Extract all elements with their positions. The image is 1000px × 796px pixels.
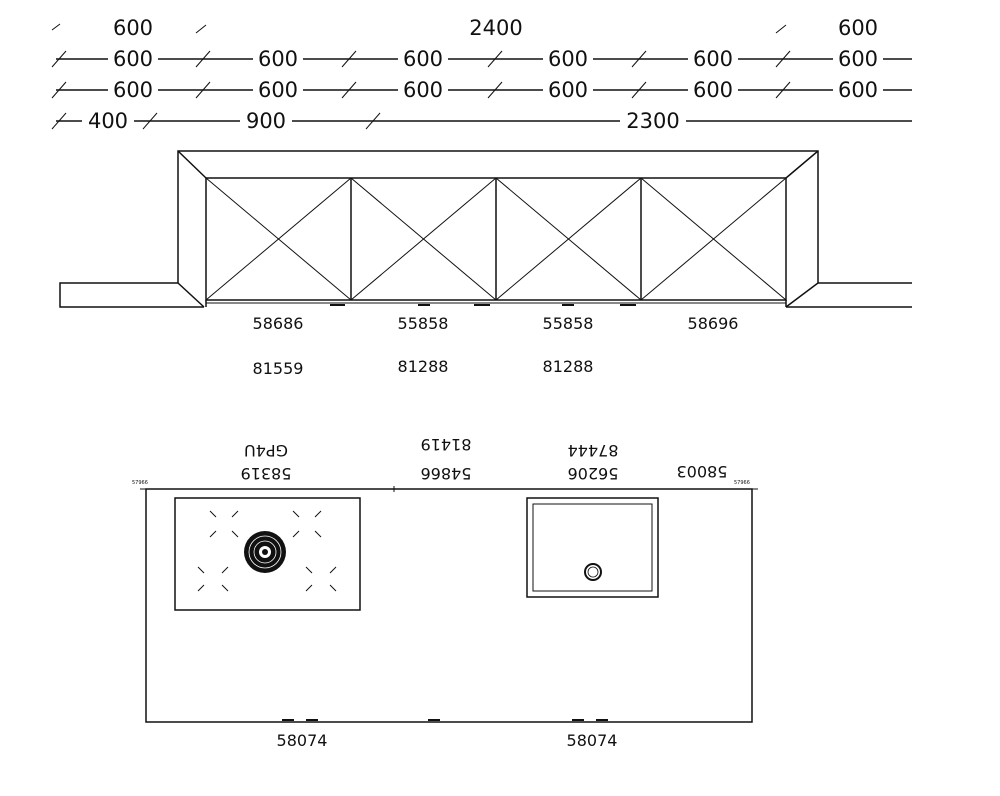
cabinet-code: 81288 (398, 357, 449, 376)
tick (341, 50, 357, 68)
dimension-row-3: 600 600 600 600 600 600 (51, 78, 912, 102)
corner-code: 57966 (734, 480, 750, 486)
sink (526, 497, 659, 598)
dim-label: 600 (403, 47, 443, 71)
tick (51, 112, 67, 130)
cabinet-code: 55858 (398, 314, 449, 333)
tick (365, 112, 381, 130)
island-code: 54866 (421, 464, 472, 483)
cabinet-code: 81288 (543, 357, 594, 376)
island-code: 58003 (677, 462, 728, 481)
tick (775, 24, 787, 34)
tick (775, 50, 791, 68)
tick (631, 50, 647, 68)
dim-label: 2300 (626, 109, 679, 133)
cabinet-cross-4 (640, 177, 787, 301)
drain-icon (584, 563, 602, 581)
island-top-codes: 58319 GP4U 54866 81419 56206 87444 58003 (241, 435, 728, 483)
dim-label: 600 (113, 16, 153, 40)
wok-burner-icon (244, 531, 286, 573)
frame-corner-left (177, 282, 205, 308)
dimension-row-4: 400 900 2300 (51, 109, 912, 133)
frame-bevel-tr (785, 150, 819, 179)
tick (195, 50, 211, 68)
dim-label: 600 (548, 47, 588, 71)
tick (195, 81, 211, 99)
cabinet-codes: 58686 55858 55858 58696 81559 81288 8128… (253, 314, 739, 378)
cabinet-cross-1 (205, 177, 352, 301)
cabinet-code: 58686 (253, 314, 304, 333)
dim-label: 600 (548, 78, 588, 102)
dim-label: 600 (838, 16, 878, 40)
island-code: 58319 (241, 464, 292, 483)
island-code: 56206 (568, 464, 619, 483)
sink-basin (532, 503, 653, 592)
left-counter-strip (59, 282, 204, 308)
cabinet-code: 81559 (253, 359, 304, 378)
cabinet-code: 55858 (543, 314, 594, 333)
tick (51, 50, 67, 68)
dim-label: 600 (693, 78, 733, 102)
cabinet-cross-2 (350, 177, 497, 301)
dim-label: 600 (838, 78, 878, 102)
dim-label: 600 (113, 47, 153, 71)
dimension-row-1: 600 2400 600 (51, 16, 878, 40)
tick (775, 81, 791, 99)
dim-label: 600 (258, 78, 298, 102)
burner-icon-bl (197, 566, 229, 592)
burner-icon-tl (209, 510, 239, 538)
tick (51, 81, 67, 99)
cooktop-outline (174, 497, 361, 611)
island-code: 87444 (568, 441, 619, 460)
dim-label: 600 (693, 47, 733, 71)
tick (341, 81, 357, 99)
cabinet-code: 58696 (688, 314, 739, 333)
dim-label: 600 (403, 78, 443, 102)
island-code: GP4U (244, 441, 288, 460)
cabinet-outer-frame (177, 150, 819, 308)
dimension-row-2: 600 600 600 600 600 600 (51, 47, 912, 71)
island-code: 58074 (567, 731, 618, 750)
frame-bevel-tl (177, 150, 207, 179)
dim-label: 600 (838, 47, 878, 71)
island-code: 58074 (277, 731, 328, 750)
dim-label: 600 (258, 47, 298, 71)
sink-outline (526, 497, 659, 598)
tick (631, 81, 647, 99)
island-code: 81419 (421, 435, 472, 454)
tick (142, 112, 158, 130)
dim-label: 900 (246, 109, 286, 133)
dim-label: 600 (113, 78, 153, 102)
island-outline (145, 488, 753, 723)
tick (51, 23, 61, 31)
dim-label: 2400 (469, 16, 522, 40)
burner-icon-br (305, 566, 337, 592)
corner-code: 57966 (132, 480, 148, 486)
cooktop (174, 497, 361, 611)
cabinet-cross-3 (495, 177, 642, 301)
dim-label: 400 (88, 109, 128, 133)
tick (487, 50, 503, 68)
burner-icon-tr (292, 510, 322, 538)
tick (195, 24, 207, 34)
island-plan: 57966 57966 (132, 480, 758, 750)
tick (487, 81, 503, 99)
wall-cabinet-elevation (59, 150, 912, 308)
